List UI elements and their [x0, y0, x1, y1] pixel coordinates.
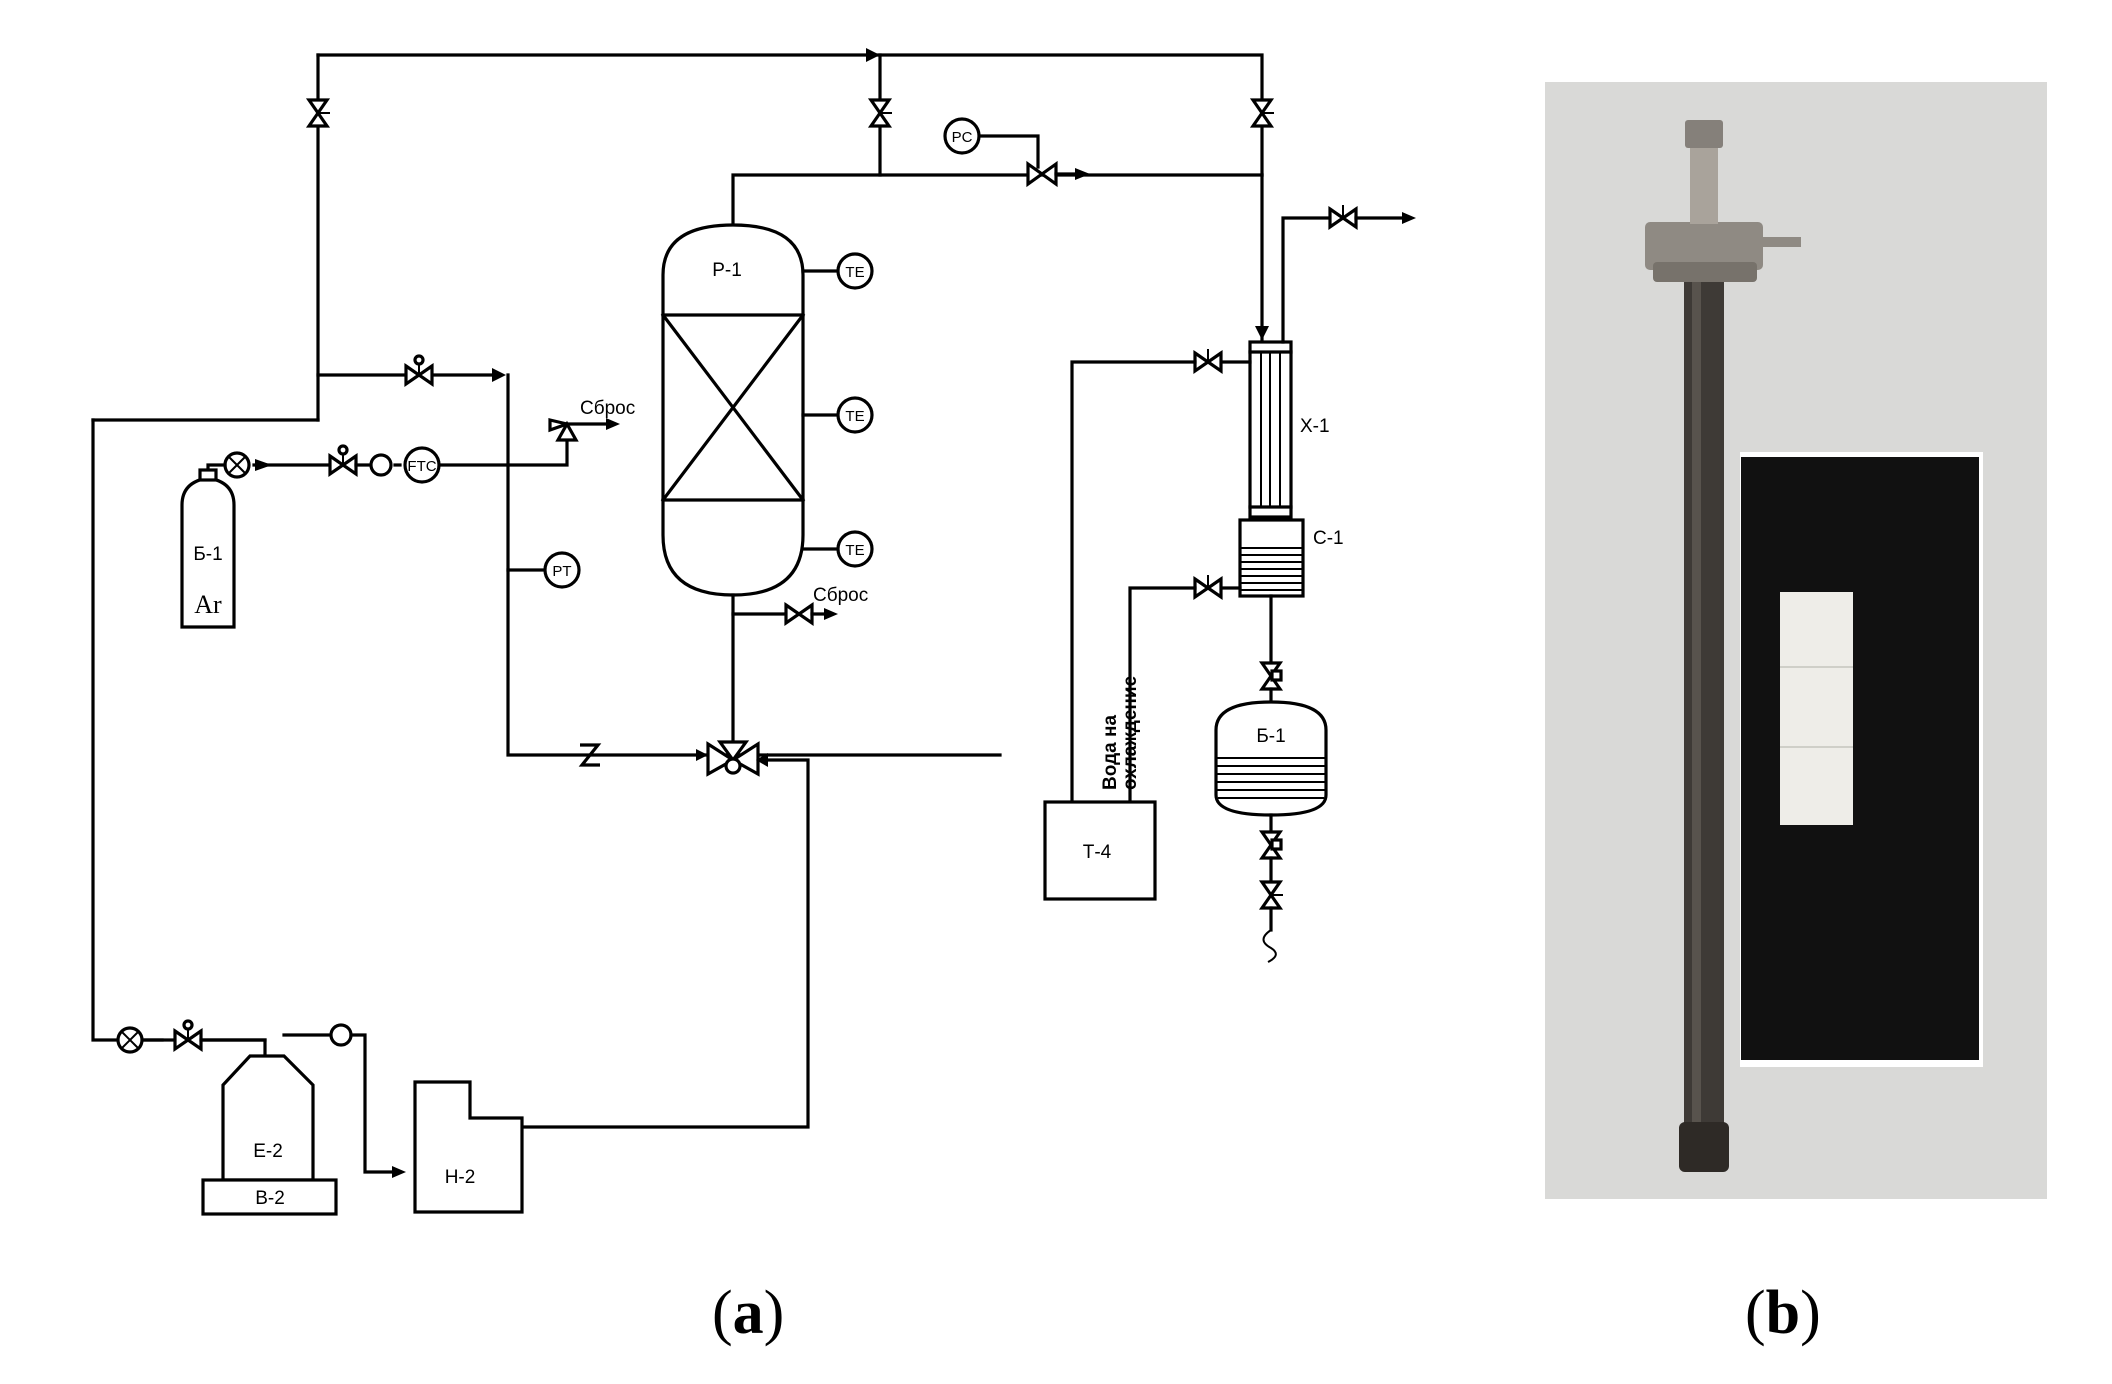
paren-close-a: ) — [763, 1279, 785, 1347]
relief-valve: Сброс — [506, 398, 635, 467]
reactor-vessel: Р-1 — [660, 223, 806, 597]
vent-label-1: Сброс — [580, 398, 635, 419]
valve-top-mid — [867, 98, 893, 128]
cylinder-label: Б-1 — [193, 544, 222, 565]
thermostat-t4: Т-4 Вода на охлаждение — [1043, 676, 1157, 901]
check-valve — [578, 743, 602, 767]
te-label-3: TE — [845, 542, 864, 559]
panel-label-a: (a) — [712, 1278, 784, 1349]
pt-label: PT — [552, 563, 571, 580]
reactor-label: Р-1 — [712, 260, 742, 281]
catalyst-sample — [1780, 592, 1853, 825]
thermostat-label: Т-4 — [1083, 842, 1112, 863]
feed-system: Е-2 В-2 Н-2 — [116, 1019, 524, 1216]
argon-cylinder: Б-1 Ar — [180, 463, 236, 629]
paren-open-b: ( — [1745, 1279, 1766, 1347]
panel-label-b: (b) — [1745, 1278, 1821, 1349]
valve-top-right — [1249, 98, 1275, 128]
reactor-tube-photo — [1545, 82, 2047, 1199]
letter-a: a — [732, 1279, 764, 1347]
sample-backing — [1741, 457, 1979, 1060]
separator-label: С-1 — [1313, 528, 1344, 549]
temperature-sensors: TE TE TE — [801, 252, 874, 568]
vent-label-2: Сброс — [813, 585, 868, 606]
pressure-controller: PC — [943, 117, 1090, 188]
valve-left-branch — [404, 354, 434, 388]
te-label-2: TE — [845, 408, 864, 425]
te-label-1: TE — [845, 264, 864, 281]
balance-label: В-2 — [255, 1188, 285, 1209]
reactor-bottom: Сброс — [468, 585, 868, 1129]
pc-label: PC — [952, 129, 973, 146]
paren-open-a: ( — [712, 1279, 733, 1347]
receiver-tank: Б-1 — [1214, 594, 1328, 963]
cooler-x1: Х-1 — [1070, 205, 1416, 804]
pressure-transmitter: PT — [506, 551, 581, 589]
cooler-label: Х-1 — [1300, 416, 1330, 437]
reactor-tube — [1684, 272, 1724, 1172]
letter-b: b — [1765, 1279, 1801, 1347]
cooling-water-label-2: охлаждение — [1120, 676, 1141, 790]
gas-label: Ar — [194, 590, 222, 619]
tube-flange — [1645, 222, 1763, 270]
pump-label: Н-2 — [445, 1167, 476, 1188]
separator-c1: С-1 — [1128, 518, 1344, 804]
argon-line-equipment: FTC — [223, 444, 441, 484]
feed-tank-label: Е-2 — [253, 1141, 283, 1162]
valve-top-left — [305, 98, 331, 128]
ftc-label: FTC — [407, 458, 436, 475]
receiver-label: Б-1 — [1256, 726, 1285, 747]
cooling-water-label-1: Вода на — [1100, 715, 1121, 790]
paren-close-b: ) — [1800, 1279, 1821, 1347]
